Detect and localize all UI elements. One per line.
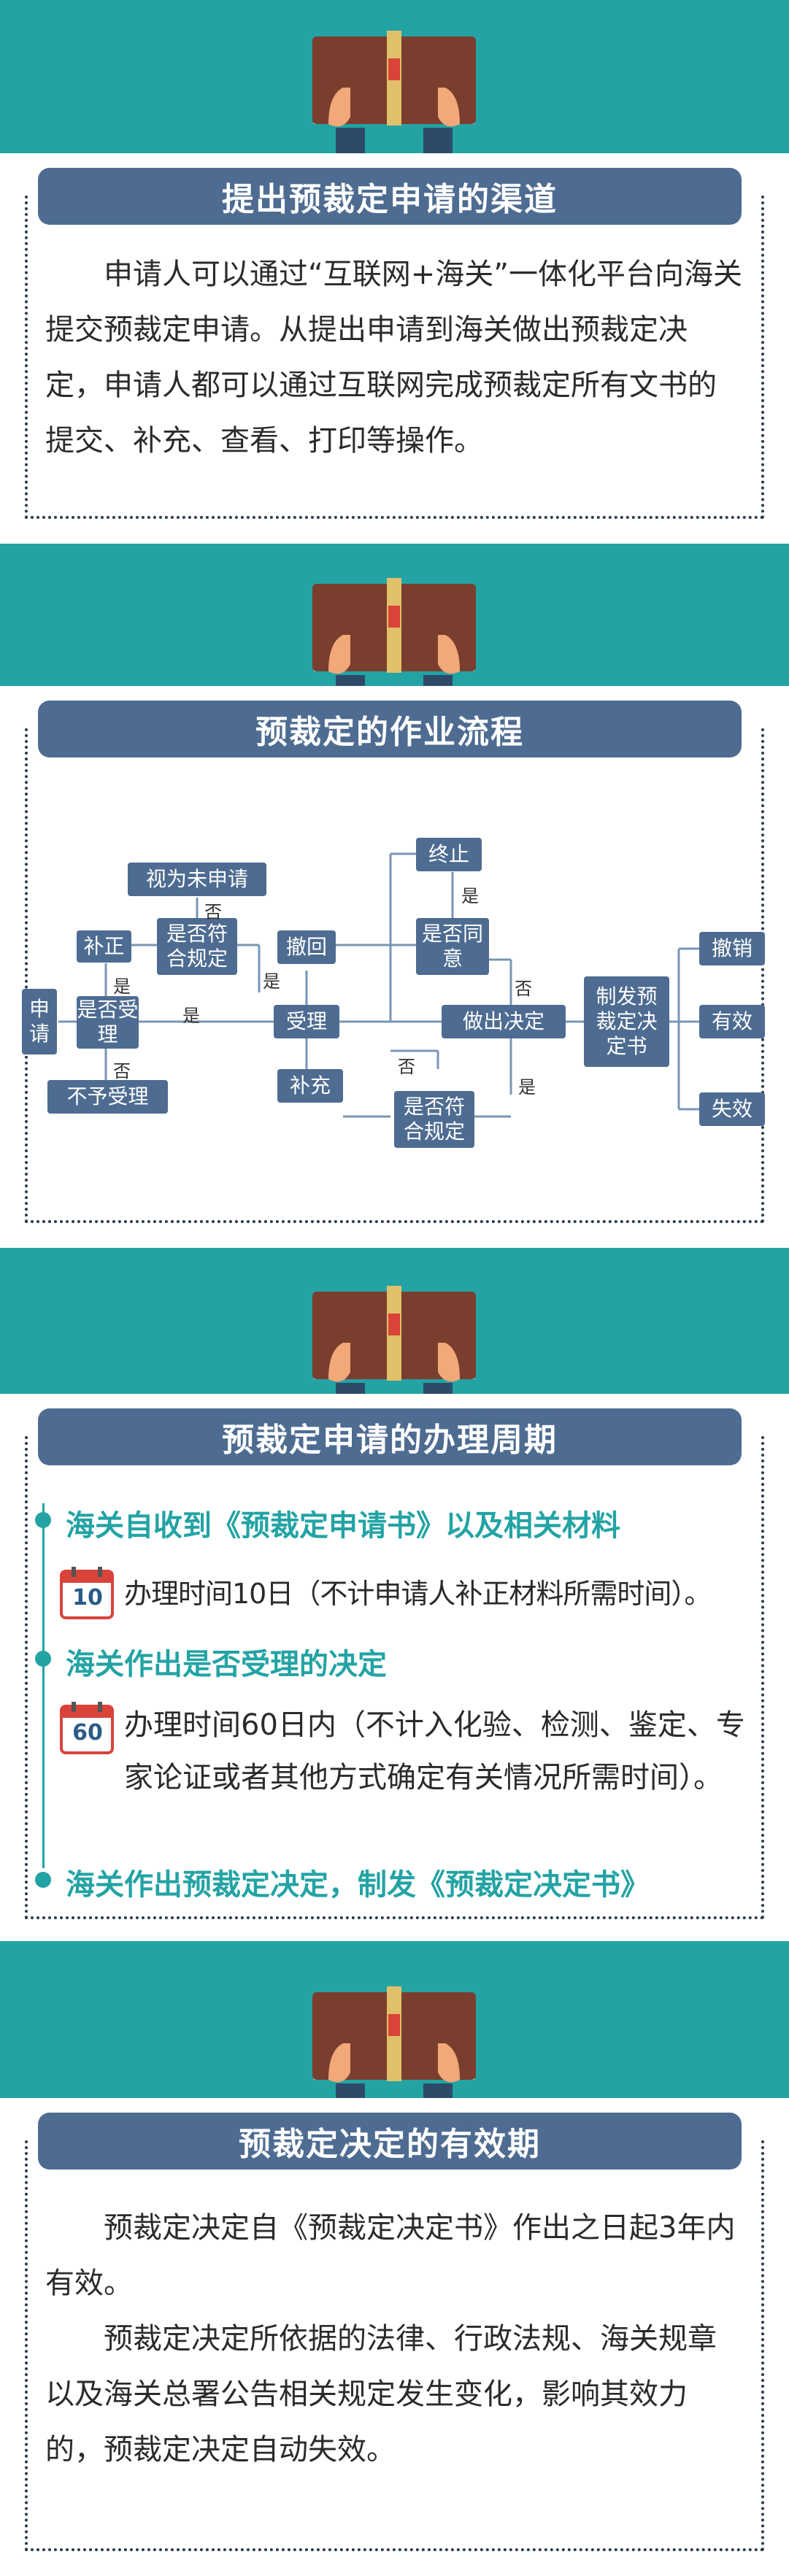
period-text-2: 办理时间60日内（不计入化验、检测、鉴定、专家论证或者其他方式确定有关情况所需时…: [124, 1708, 745, 1794]
flow-label-no: 否: [113, 1061, 131, 1081]
timeline-bullet: [35, 1512, 51, 1528]
period-step-3: 海关作出预裁定决定，制发《预裁定决定书》: [66, 1868, 650, 1902]
flow-box-invalid: 失效: [699, 1092, 765, 1126]
flow-label-yes: 是: [113, 976, 131, 997]
section-title: 预裁定决定的有效期: [38, 2113, 742, 2170]
flow-box-supplement-2: 补充: [277, 1069, 343, 1103]
flow-label-no: 否: [398, 1057, 415, 1077]
flow-box-decide: 做出决定: [442, 1005, 566, 1038]
flow-card: 预裁定的作业流程: [0, 686, 789, 1248]
calendar-icon: [60, 1702, 114, 1754]
flow-box-agree-question: 是否同意: [416, 918, 489, 975]
section-channels: 提出预裁定申请的渠道 申请人可以通过“互联网+海关”一体化平台向海关提交预裁定申…: [0, 0, 789, 544]
calendar-number: 10: [72, 1585, 103, 1611]
flow-label-no: 否: [204, 902, 222, 922]
book-icon: [312, 1986, 476, 2109]
period-step-2: 海关作出是否受理的决定: [66, 1648, 387, 1681]
flow-connectors: [58, 852, 699, 1118]
flow-label-yes: 是: [518, 1077, 536, 1098]
flow-box-compliant-question-1: 是否符合规定: [157, 918, 237, 975]
section-period: 预裁定申请的办理周期 海关自收到《预裁定申请书》以及相关材料 10 办理时间10…: [0, 1270, 789, 1941]
dotted-frame: [25, 2140, 764, 2551]
period-text-1: 办理时间10日（不计申请人补正材料所需时间）。: [124, 1578, 712, 1610]
book-icon: [312, 1286, 476, 1408]
section-validity: 预裁定决定的有效期 预裁定决定自《预裁定决定书》作出之日起3年内有效。 预裁定决…: [0, 1970, 789, 2576]
timeline-line: [42, 1503, 45, 1868]
period-card: 预裁定申请的办理周期 海关自收到《预裁定申请书》以及相关材料 10 办理时间10…: [0, 1394, 789, 1941]
validity-card: 预裁定决定的有效期 预裁定决定自《预裁定决定书》作出之日起3年内有效。 预裁定决…: [0, 2098, 789, 2576]
channels-card: 提出预裁定申请的渠道 申请人可以通过“互联网+海关”一体化平台向海关提交预裁定申…: [0, 153, 789, 544]
flow-box-supplement: 补正: [77, 930, 131, 963]
dotted-frame: [25, 728, 764, 1223]
flow-box-withdraw: 撤回: [277, 930, 336, 964]
flow-label-yes: 是: [182, 1006, 200, 1026]
flow-label-yes: 是: [263, 971, 280, 992]
dotted-frame: [25, 1436, 764, 1919]
section-title: 提出预裁定申请的渠道: [38, 168, 742, 225]
flow-box-terminate: 终止: [416, 838, 482, 871]
flow-box-apply: 申请: [22, 989, 57, 1054]
flow-box-not-applied: 视为未申请: [128, 863, 266, 896]
flow-box-reject: 不予受理: [47, 1080, 168, 1114]
timeline-bullet: [35, 1872, 51, 1888]
calendar-icon: [60, 1567, 114, 1619]
flow-box-issue: 制发预裁定决定书: [584, 976, 669, 1067]
flow-label-no: 否: [515, 979, 532, 999]
flow-box-valid: 有效: [699, 1005, 765, 1038]
timeline-bullet: [35, 1651, 51, 1667]
calendar-number: 60: [72, 1720, 103, 1746]
flow-box-accept-question: 是否受理: [77, 996, 139, 1049]
section-flow: 预裁定的作业流程: [0, 562, 789, 1248]
flow-box-compliant-question-2: 是否符合规定: [394, 1091, 474, 1148]
book-icon: [312, 31, 476, 153]
flow-box-accept: 受理: [274, 1005, 339, 1038]
dotted-frame: [25, 196, 764, 519]
section-title: 预裁定申请的办理周期: [38, 1408, 742, 1465]
book-icon: [312, 578, 476, 701]
channels-text: 申请人可以通过“互联网+海关”一体化平台向海关提交预裁定申请。从提出申请到海关做…: [45, 258, 742, 458]
section-title: 预裁定的作业流程: [38, 701, 742, 757]
flow-box-revoke: 撤销: [699, 932, 765, 965]
validity-text: 预裁定决定自《预裁定决定书》作出之日起3年内有效。 预裁定决定所依据的法律、行政…: [45, 2211, 736, 2467]
flow-label-yes: 是: [461, 886, 479, 906]
period-step-1: 海关自收到《预裁定申请书》以及相关材料: [66, 1509, 620, 1543]
